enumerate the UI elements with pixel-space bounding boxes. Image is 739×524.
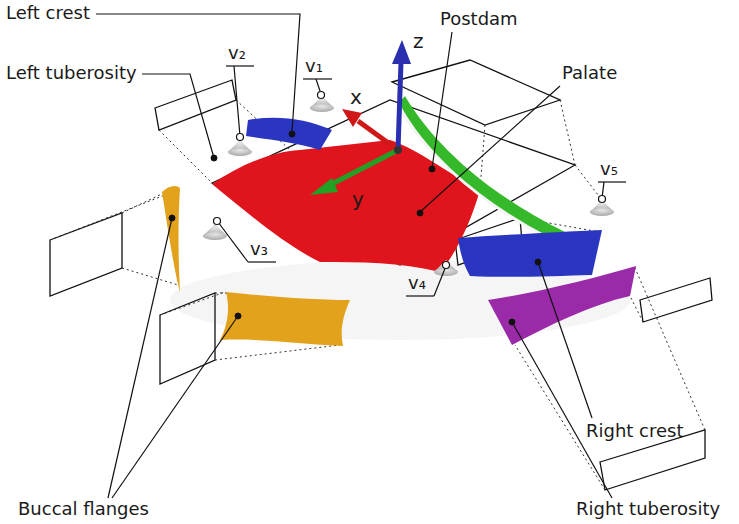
part-label: Palate xyxy=(562,62,617,84)
callout-number: v₂ xyxy=(228,42,246,64)
part-label: Postdam xyxy=(440,8,518,30)
part-label: Right tuberosity xyxy=(576,498,720,520)
part-label: Left tuberosity xyxy=(6,62,137,84)
callout-number: v₄ xyxy=(408,272,426,294)
part-label: Buccal flanges xyxy=(18,498,149,520)
callout-number: v₃ xyxy=(250,238,268,260)
axis-label: y xyxy=(352,188,364,210)
callout-number: v₅ xyxy=(600,158,618,180)
part-label: Left crest xyxy=(6,2,90,24)
callout-number: v₁ xyxy=(305,55,323,77)
axis-label: x xyxy=(350,86,362,108)
part-label: Right crest xyxy=(586,420,684,442)
axis-label: z xyxy=(413,30,424,52)
